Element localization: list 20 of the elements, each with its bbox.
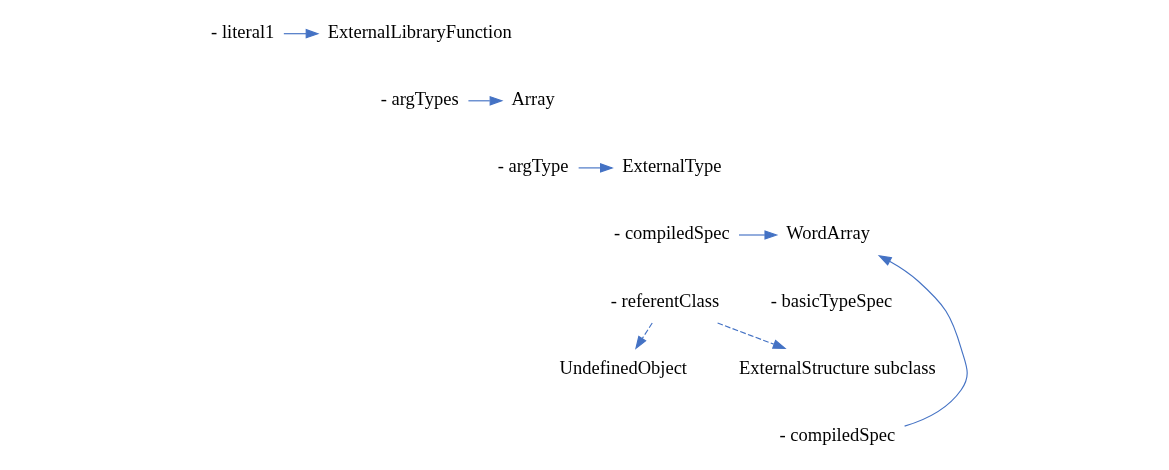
node-text: - argType [497,156,569,177]
node-text: - compiledSpec [614,223,730,244]
node-text: WordArray [786,223,870,244]
arrow [283,28,320,39]
label: - basicTypeSpec [770,290,893,311]
node-text: - literal1 [211,22,275,43]
arrow [738,230,779,240]
arrow [877,255,968,427]
arrow [717,322,787,349]
arrow [635,322,653,350]
node-text: UndefinedObject [559,357,688,378]
arrow [467,95,504,106]
node-text: ExternalLibraryFunction [327,22,512,43]
node-text: - referentClass [610,290,720,311]
node-text: - argTypes [380,89,459,110]
arrow [578,163,614,173]
node-text: ExternalStructure subclass [738,357,936,378]
node-text: Array [511,89,555,110]
node-text: ExternalType [622,156,722,177]
node-text: - compiledSpec [779,424,896,445]
